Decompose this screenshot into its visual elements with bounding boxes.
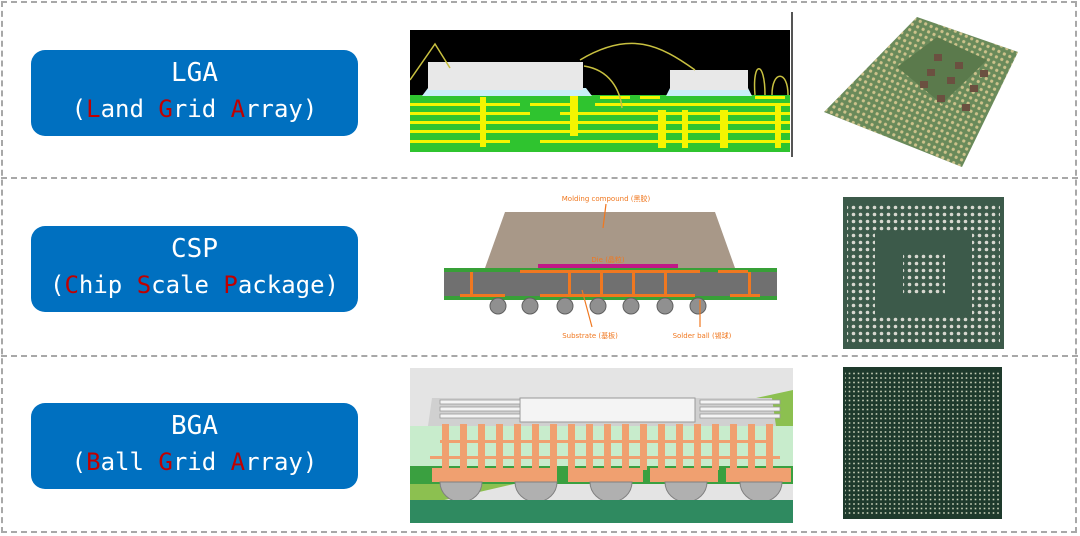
row-divider	[1, 177, 1078, 179]
csp-cross-section-diagram: Molding compound (黑胶) Die (晶粒) Substrate…	[444, 194, 777, 340]
molding-compound-label: Molding compound (黑胶)	[562, 194, 651, 203]
bga-full-name: (Ball Grid Array)	[71, 448, 318, 476]
csp-label-box: CSP (Chip Scale Package)	[31, 226, 358, 312]
bga-cross-section-diagram	[410, 368, 793, 523]
bga-label-box: BGA (Ball Grid Array)	[31, 403, 358, 489]
bga-abbreviation: BGA	[171, 411, 218, 441]
lga-label-box: LGA (Land Grid Array)	[31, 50, 358, 136]
lga-chip-photo	[824, 17, 1018, 167]
lga-full-name: (Land Grid Array)	[71, 95, 318, 123]
die-label: Die (晶粒)	[591, 255, 625, 264]
bga-ball-grid-photo	[843, 367, 1002, 519]
lga-cross-section-diagram	[410, 30, 790, 152]
csp-abbreviation: CSP	[171, 234, 218, 264]
substrate-label: Substrate (基板)	[562, 331, 618, 340]
csp-ball-array-photo	[843, 197, 1004, 349]
lga-abbreviation: LGA	[171, 58, 218, 88]
image-edge-line	[791, 12, 793, 157]
csp-full-name: (Chip Scale Package)	[49, 271, 339, 299]
row-divider	[1, 355, 1078, 357]
solder-ball-label: Solder ball (锡球)	[673, 331, 732, 340]
